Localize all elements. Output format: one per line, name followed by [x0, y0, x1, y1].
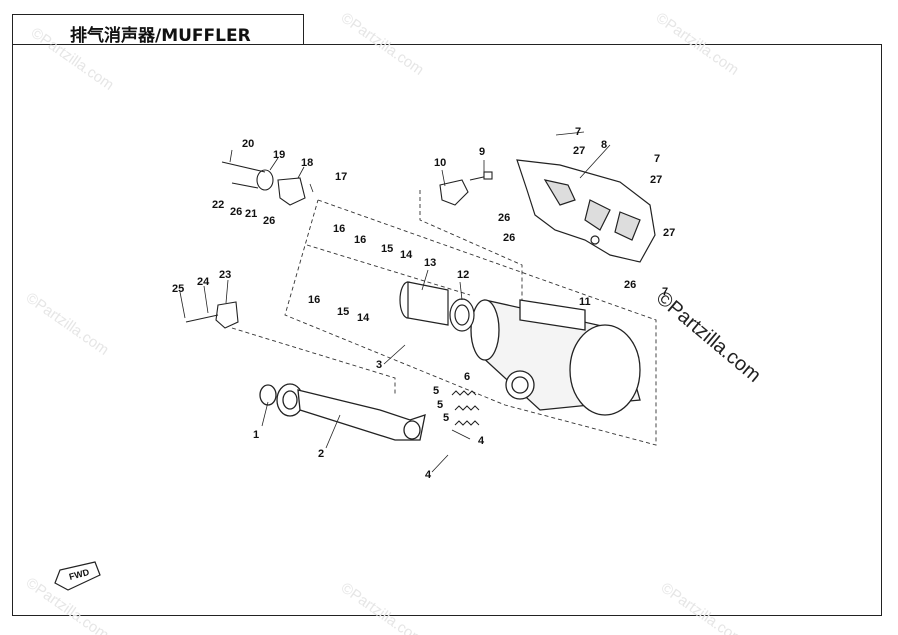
watermark: ©Partzilla.com — [338, 9, 427, 79]
watermark-main: ©Partzilla.com — [652, 287, 765, 387]
callout-26: 26 — [498, 212, 510, 224]
callout-20: 20 — [242, 138, 254, 150]
diagram-frame — [12, 44, 882, 616]
callout-9: 9 — [479, 146, 485, 158]
callout-26: 26 — [624, 279, 636, 291]
callout-27: 27 — [663, 227, 675, 239]
callout-10: 10 — [434, 157, 446, 169]
watermark: ©Partzilla.com — [658, 579, 747, 635]
callout-6: 6 — [464, 371, 470, 383]
callout-8: 8 — [601, 139, 607, 151]
muffler-body — [470, 299, 641, 416]
callout-23: 23 — [219, 269, 231, 281]
callout-4: 4 — [425, 469, 432, 481]
callout-16: 16 — [308, 294, 320, 306]
callout-15: 15 — [381, 243, 393, 255]
callout-15: 15 — [337, 306, 349, 318]
callout-13: 13 — [424, 257, 436, 269]
callout-4: 4 — [478, 435, 485, 447]
callout-21: 21 — [245, 208, 257, 220]
callout-2: 2 — [318, 448, 324, 460]
heat-shield — [516, 159, 656, 263]
diagram-title: 排气消声器/MUFFLER — [70, 26, 251, 46]
callout-19: 19 — [273, 149, 285, 161]
callout-7: 7 — [662, 286, 668, 298]
watermark: ©Partzilla.com — [28, 24, 117, 94]
watermark: ©Partzilla.com — [653, 9, 742, 79]
callout-7: 7 — [575, 126, 581, 138]
header-pipe — [259, 383, 426, 441]
hanger-23 — [185, 301, 239, 329]
callout-16: 16 — [354, 234, 366, 246]
callout-3: 3 — [376, 359, 382, 371]
bracket-10 — [439, 171, 493, 206]
callout-18: 18 — [301, 157, 313, 169]
callout-17: 17 — [335, 171, 347, 183]
callout-27: 27 — [650, 174, 662, 186]
callout-labels: 1 2 3 4 4 5 5 5 6 7 7 7 8 9 10 11 12 13 … — [172, 126, 675, 481]
title-box — [12, 14, 304, 45]
callout-12: 12 — [457, 269, 469, 281]
watermark: ©Partzilla.com — [338, 579, 427, 635]
fwd-arrow: FWD — [54, 561, 101, 591]
assembly-lines — [231, 190, 657, 446]
callout-25: 25 — [172, 283, 184, 295]
callout-11: 11 — [579, 296, 591, 308]
springs — [451, 390, 480, 426]
callout-14: 14 — [357, 312, 370, 324]
hanger-18 — [221, 161, 306, 206]
callout-27: 27 — [573, 145, 585, 157]
callout-24: 24 — [197, 276, 210, 288]
callout-16: 16 — [333, 223, 345, 235]
front-pipe-section — [399, 281, 475, 332]
watermark: ©Partzilla.com — [23, 289, 112, 359]
callout-5: 5 — [437, 399, 443, 411]
watermark-layer: ©Partzilla.com ©Partzilla.com ©Partzilla… — [23, 9, 747, 635]
callout-7: 7 — [654, 153, 660, 165]
callout-22: 22 — [212, 199, 224, 211]
callout-26: 26 — [263, 215, 275, 227]
callout-5: 5 — [433, 385, 439, 397]
callout-14: 14 — [400, 249, 413, 261]
leader-lines — [179, 131, 611, 473]
callout-26: 26 — [503, 232, 515, 244]
callout-1: 1 — [253, 429, 259, 441]
callout-5: 5 — [443, 412, 449, 424]
callout-26: 26 — [230, 206, 242, 218]
